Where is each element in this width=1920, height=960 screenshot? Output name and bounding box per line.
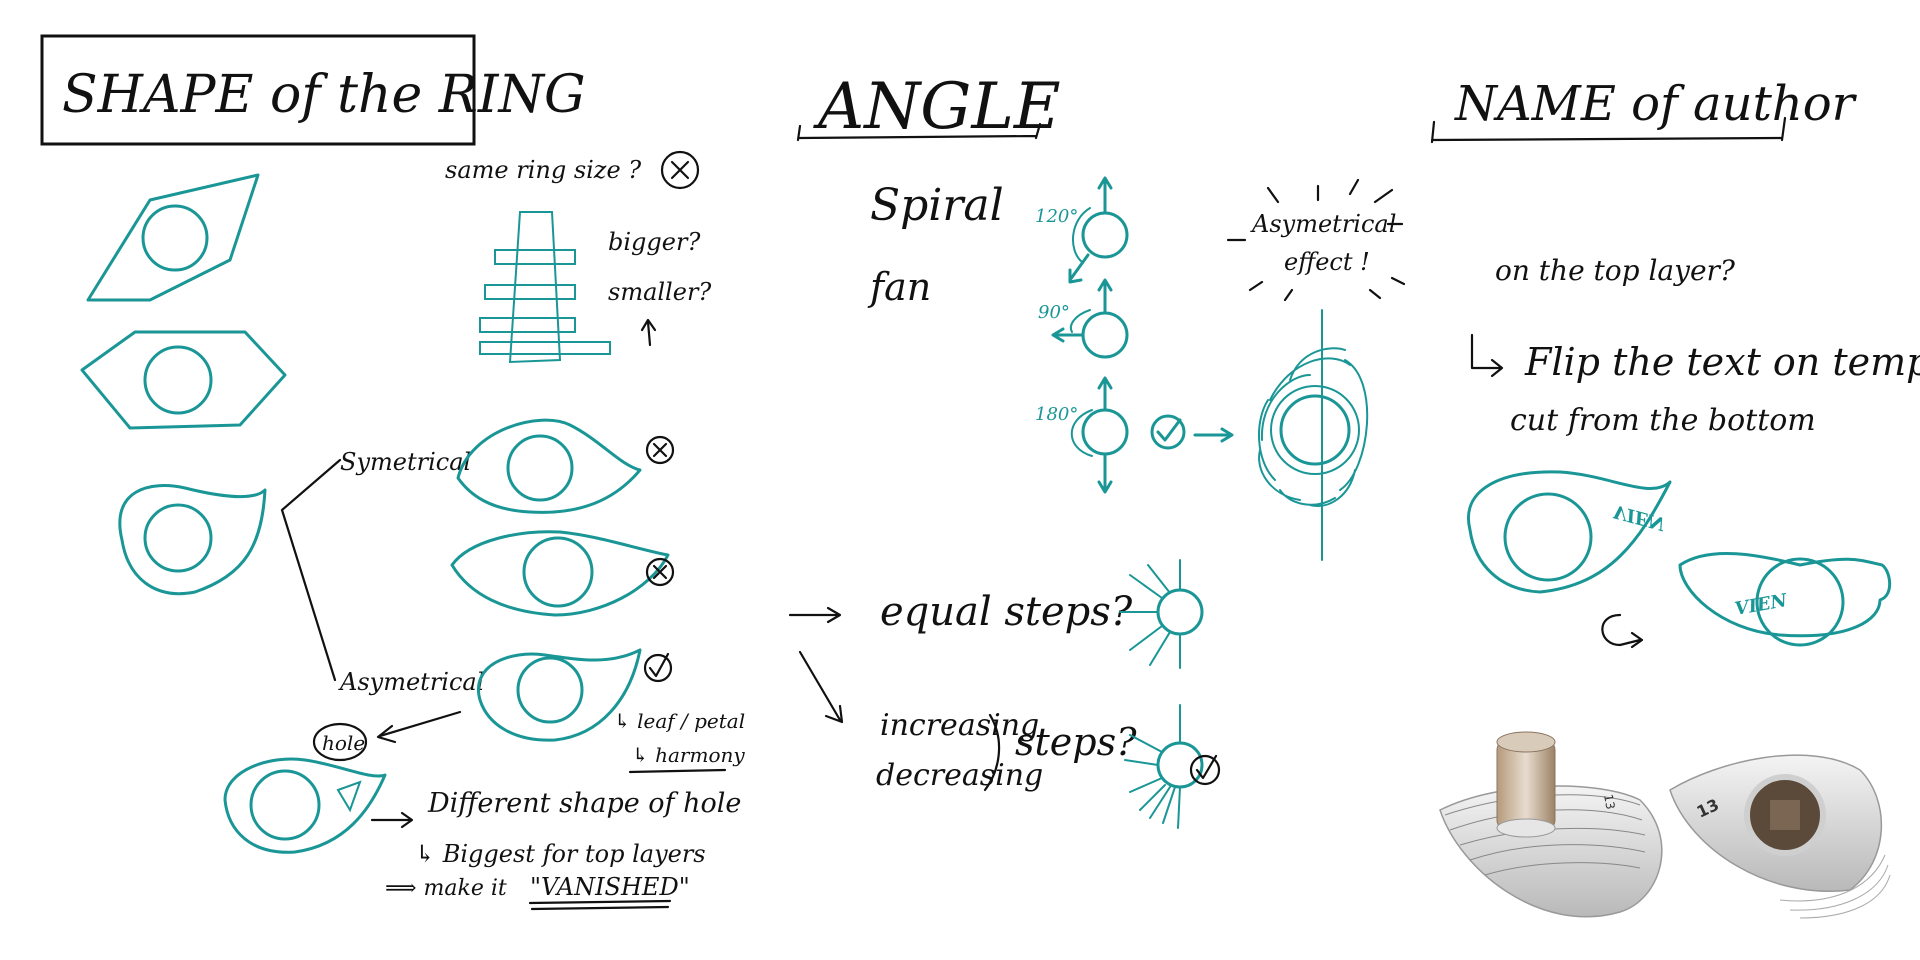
check-icon (643, 652, 673, 683)
product-photo-1: 13 (1439, 731, 1663, 918)
note-smaller: smaller? (608, 278, 711, 306)
asymmetrical-effect-note: Asymetrical effect ! (1226, 178, 1406, 302)
symmetric-ring-option-1 (456, 418, 642, 514)
shape-title-box (40, 34, 476, 146)
teardrop-ring-sketch (118, 484, 267, 595)
angle-180-diagram: 180° (1035, 376, 1129, 494)
rhombus-ring-sketch (86, 173, 260, 302)
template-flipped: VIEN (1678, 551, 1892, 647)
shape-title-text: SHAPE of the RING (62, 65, 586, 125)
check-icon (1150, 414, 1186, 450)
stacked-layers-sketch (479, 211, 657, 364)
angle-120-diagram: 120° (1035, 176, 1129, 284)
note-biggest-top: ↳ Biggest for top layers (415, 840, 706, 868)
label-120: 120° (1035, 206, 1078, 227)
equal-steps-sunburst (1119, 559, 1204, 669)
symmetric-ring-option-2 (450, 530, 670, 617)
ring-with-hole-sketch (223, 757, 387, 854)
note-same-ring-size: same ring size ? (445, 156, 641, 184)
author-section: NAME of author on the top layer? Flip th… (1430, 76, 1920, 919)
note-spiral: Spiral (870, 180, 1004, 231)
hole-circle (312, 722, 368, 762)
note-top-layer: on the top layer? (1495, 254, 1736, 287)
arrow-increasing (798, 650, 844, 724)
note-make-it: ⟹ make it (385, 876, 507, 901)
asymmetric-ring-option (476, 648, 642, 742)
photo-number-1: 13 (1601, 793, 1617, 810)
note-different-shape: Different shape of hole (427, 788, 741, 819)
cross-icon (660, 150, 700, 190)
label-180: 180° (1035, 404, 1078, 425)
note-leaf-petal: ↳ leaf / petal (614, 709, 745, 733)
arrow-to-spiral (1193, 427, 1234, 443)
label-symetrical: Symetrical (340, 448, 471, 476)
note-cut: cut from the bottom (1510, 403, 1816, 438)
check-icon (1189, 754, 1221, 786)
note-decreasing: decreasing (876, 758, 1043, 793)
arrow-flip (1470, 333, 1504, 378)
cross-icon (645, 557, 675, 587)
increasing-steps-sunburst (1124, 704, 1204, 829)
label-asymetrical: Asymetrical (338, 668, 484, 696)
brand-mirrored: VIEN (1611, 500, 1669, 534)
label-hole: hole (322, 731, 365, 755)
flip-arrow-icon (1601, 613, 1644, 649)
branch-lines (280, 458, 342, 682)
angle-title: ANGLE (813, 70, 1061, 144)
arrow-to-hole (378, 710, 462, 738)
note-asym-line2: effect ! (1284, 248, 1370, 276)
arrow-equal (788, 606, 842, 624)
angle-90-diagram: 90° (1038, 278, 1129, 359)
note-harmony: ↳ harmony (632, 743, 745, 767)
note-steps: steps? (1015, 720, 1137, 764)
angle-section: ANGLE Spiral fan 120° 90° 180° (788, 70, 1406, 829)
shape-section: SHAPE of the RING same ring size ? (40, 34, 745, 911)
label-90: 90° (1038, 302, 1070, 323)
note-equal-steps: equal steps? (880, 589, 1133, 635)
note-flip: Flip the text on template (1524, 340, 1920, 384)
template-mirrored: VIEN (1467, 470, 1672, 594)
brand: VIEN (1733, 590, 1790, 620)
hexagon-ring-sketch (80, 330, 287, 430)
product-photo-2: 13 (1669, 754, 1891, 919)
note-increasing: increasing (880, 708, 1039, 743)
author-title: NAME of author (1454, 76, 1858, 132)
note-fan: fan (867, 265, 931, 309)
brace (983, 713, 1001, 792)
note-asym-line1: Asymetrical (1250, 210, 1396, 238)
spiral-fan-sketch (1258, 309, 1369, 561)
cross-icon (645, 435, 675, 465)
note-bigger: bigger? (608, 228, 700, 256)
note-vanished: "VANISHED" (530, 873, 690, 901)
